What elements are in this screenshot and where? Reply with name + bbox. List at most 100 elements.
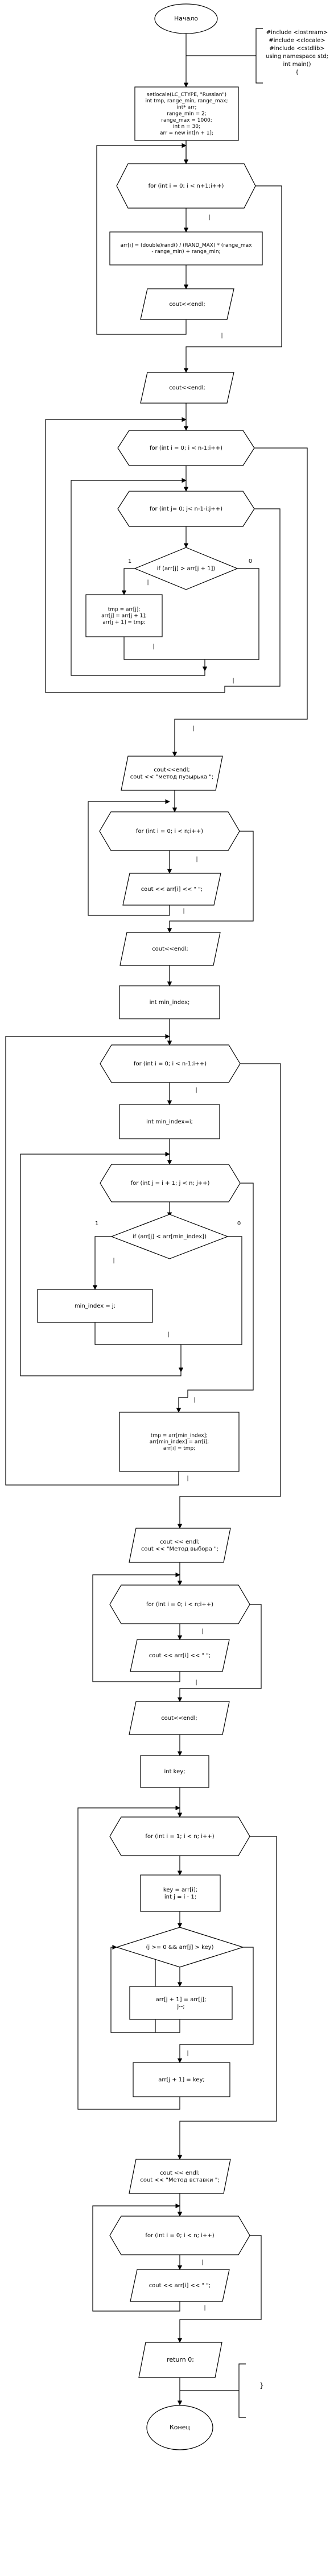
header-comment-line: int main() [283,61,311,68]
after-bubble-endl-output-text: cout<<endl; [152,946,188,952]
selection-min-init-block [119,1104,220,1139]
no-label: 0 [249,558,252,565]
selection-min-init-block-text: int min_index=i; [146,1119,193,1125]
header-comment-line: #include <iostream> [266,30,328,36]
loop-marker: | [152,644,154,650]
loop-marker: | [183,908,184,914]
insertion-init-block [140,1874,221,1912]
fill-loop-exit [183,185,282,373]
print-loop-3-hexagon [109,2216,250,2255]
insertion-header-output [129,2159,231,2194]
print-loop-1-hexagon [99,811,240,851]
fill-random-block-text: arr[i] = (double)rand() / (RAND_MAX) * (… [121,243,253,248]
print-loop-1-exit [167,831,254,933]
insertion-while-back [110,1944,155,2033]
init-block-text: int* arr; [177,105,197,110]
loop-marker: | [221,333,222,339]
selection-swap-block-text: tmp = arr[min_index]; [151,1433,208,1438]
fill-endl-output [140,288,234,320]
loop-marker: | [201,1628,203,1635]
bubble-header-output [121,756,223,791]
connector [92,1236,112,1290]
yes-label: 1 [95,1221,98,1227]
init-block-text: int tmp, range_min, range_max; [146,98,228,104]
insertion-init-block-text: key = arr[i]; [163,1887,197,1893]
bubble-header-output-text: cout<<endl; [154,767,190,773]
selection-swap-block-text: arr[min_index] = arr[i]; [150,1440,209,1445]
print-element-2-output-text: cout << arr[i] << " "; [149,1653,211,1659]
fill-loop-hexagon-text: for (int i = 0; i < n+1;i++) [149,183,224,189]
flowchart-shapes: Начало#include <iostream>#include <cloca… [37,3,328,2450]
return-output-text: return 0; [167,2356,194,2363]
init-block-text: int n = 30; [173,124,200,130]
start-terminal-label: Начало [174,15,198,22]
loop-marker: | [193,1397,195,1403]
fill-endl-output-text: cout<<endl; [169,301,205,308]
print-loop-2-hexagon [109,1584,250,1624]
after-selection-endl-output [129,1701,230,1735]
print-loop-3-hexagon-text: for (int i = 0; i < n; i++) [145,2233,214,2239]
insertion-header-output-text: cout << "Метод вставки "; [140,2177,219,2183]
init-block-text: setlocale(LC_CTYPE, "Russian") [147,92,226,98]
bubble-inner-back [71,478,205,676]
closing-brace: } [259,2382,264,2390]
print-element-3-output-text: cout << arr[i] << " "; [149,2283,211,2289]
insertion-header-output-text: cout << endl; [160,2170,200,2176]
fill-loop-back [96,143,187,335]
selection-header-output-text: cout << "Метод выбора "; [141,1546,218,1552]
loop-marker: | [232,678,234,684]
selection-inner-loop-hexagon [100,1164,241,1202]
loop-marker: | [196,856,197,862]
after-selection-endl-output-text: cout<<endl; [161,1715,197,1722]
selection-condition-diamond-text: if (arr[j] < arr[min_index]) [133,1234,207,1240]
selection-update-block-text: min_index = j; [75,1303,116,1309]
print-loop-1-hexagon-text: for (int i = 0; i < n;i++) [136,828,203,835]
insertion-while-exit [177,1947,254,2063]
bubble-inner-exit [224,508,281,692]
init-block [134,86,239,141]
connector-lines [5,28,308,2418]
insertion-condition-diamond [116,1927,244,1968]
header-comment-bracket [255,28,263,84]
loop-marker: | [167,1331,169,1338]
no-label: 0 [237,1221,241,1227]
selection-swap-block-text: arr[i] = tmp; [163,1446,196,1451]
end-terminal [146,2405,213,2450]
insertion-condition-diamond-text: (j >= 0 && arr[j] > key) [146,1944,213,1951]
connector [121,568,135,595]
return-output [138,2342,222,2378]
selection-inner-exit [187,1183,254,1397]
selection-inner-back [20,1151,182,1376]
loop-marker: | [187,2050,188,2056]
selection-swap-block [119,1412,240,1472]
min-index-decl-block-text: int min_index; [150,999,190,1006]
loop-marker: | [195,1087,197,1093]
insertion-outer-loop-hexagon-text: for (int i = 1; i < n; i++) [145,1834,214,1840]
insertion-outer-back [77,1805,180,2110]
bubble-inner-loop-hexagon-text: for (int j= 0; j< n-1-i;j++) [150,506,222,512]
bubble-inner-loop-hexagon [117,491,255,527]
loop-marker: | [147,579,149,586]
insertion-shift-block-text: arr[j + 1] = arr[j]; [156,1997,207,2003]
key-decl-block-text: int key; [164,1769,185,1775]
loop-marker: | [192,725,194,732]
loop-marker: | [201,2259,203,2266]
key-decl-block [140,1755,209,1788]
insertion-init-block-text: int j = i - 1; [164,1894,196,1900]
selection-condition-diamond [110,1214,229,1259]
init-block-text: range_max = 1000; [161,118,212,123]
connector [178,1236,242,1372]
bubble-swap-block [85,594,163,637]
insertion-outer-loop-hexagon [109,1816,250,1856]
print-loop-2-hexagon-text: for (int i = 0; i < n;i++) [146,1602,213,1608]
insertion-place-block-text: arr[j + 1] = key; [158,2077,204,2083]
selection-update-block [37,1289,153,1323]
selection-header-output [129,1528,231,1563]
after-fill-endl-output [140,372,234,404]
bubble-condition-diamond-text: if (arr[j] > arr[j + 1]) [157,566,216,572]
after-fill-endl-output-text: cout<<endl; [169,385,205,391]
init-block-text: arr = new int[n + 1]; [160,130,213,136]
print-element-3-output [130,2269,230,2302]
connector [94,1322,181,1345]
